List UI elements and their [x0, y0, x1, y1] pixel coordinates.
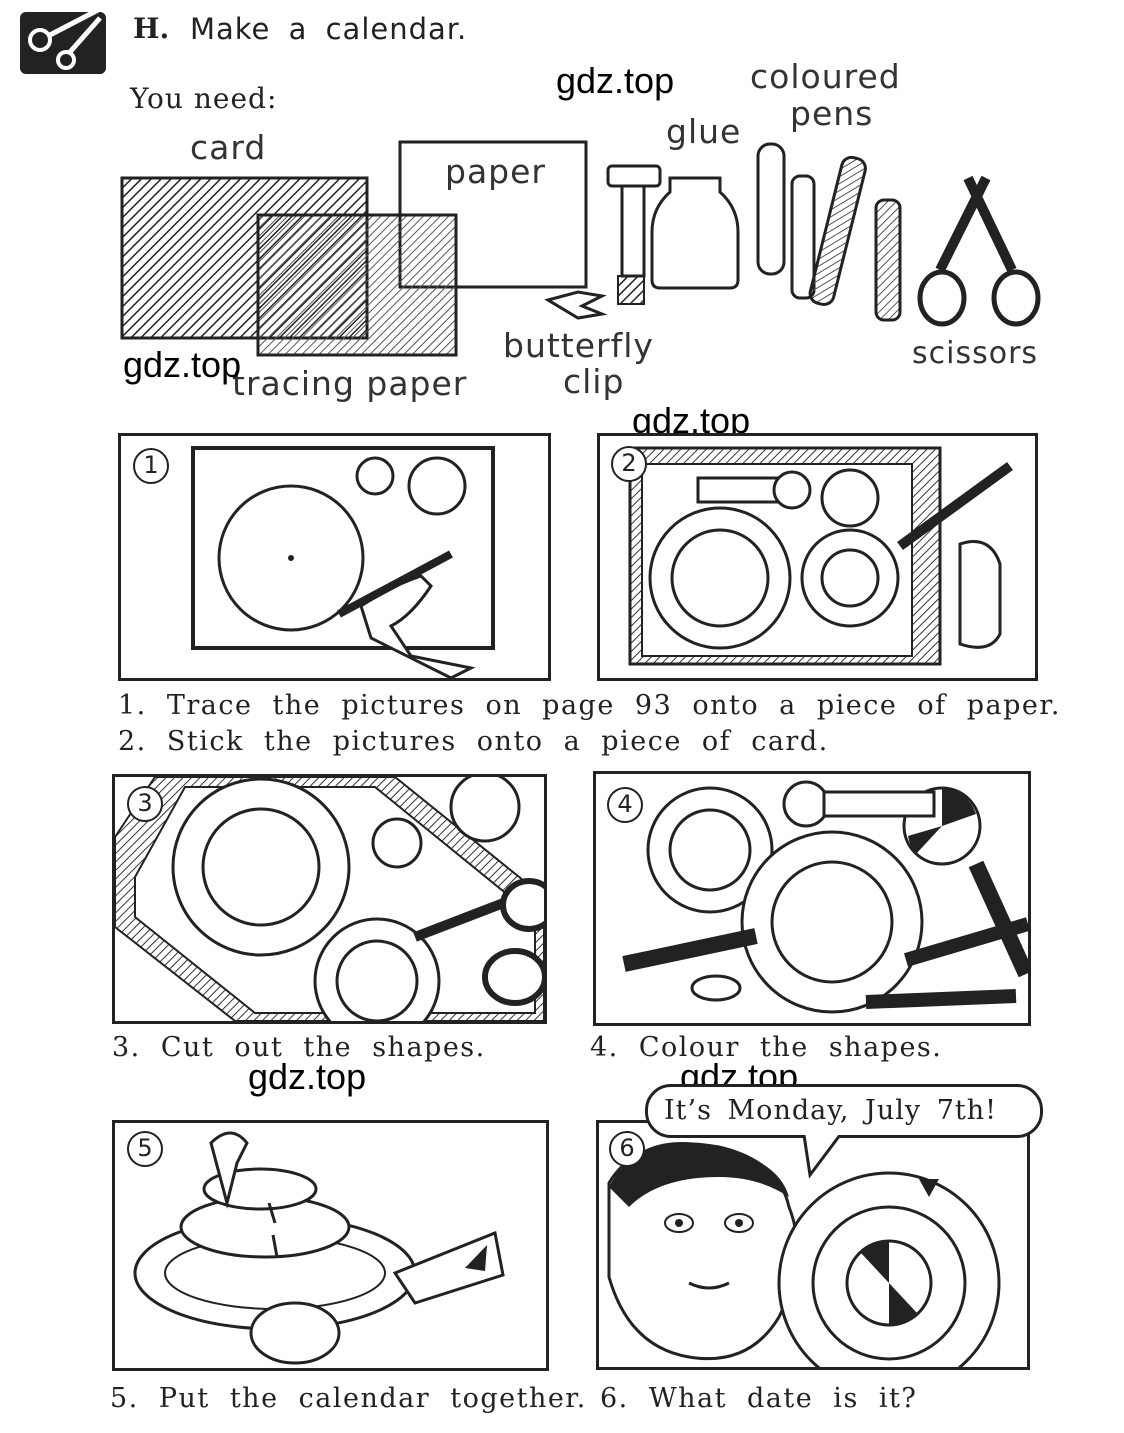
materials-illustration [110, 130, 1070, 370]
panel-3 [112, 774, 547, 1024]
label-scissors: scissors [912, 336, 1039, 371]
watermark: gdz.top [248, 1056, 367, 1097]
section-letter: H. [133, 12, 170, 45]
scissors-illustration [917, 175, 1041, 327]
step-5: 5. Put the calendar together. [110, 1383, 587, 1414]
label-card: card [190, 128, 267, 167]
tracing-paper-illustration [256, 213, 458, 357]
step-4: 4. Colour the shapes. [590, 1032, 943, 1063]
panel-5 [112, 1120, 549, 1371]
speech-bubble: It’s Monday, July 7th! [645, 1084, 1043, 1138]
label-clip: clip [563, 362, 625, 401]
panel-number-5: 5 [127, 1131, 163, 1167]
watermark: gdz.top [123, 344, 242, 385]
glue-illustration [606, 164, 740, 305]
label-pens: pens [790, 94, 874, 133]
step-6: 6. What date is it? [600, 1383, 918, 1414]
step-2: 2. Stick the pictures onto a piece of ca… [118, 726, 829, 757]
panel-4 [593, 771, 1031, 1026]
panel-2 [597, 433, 1038, 681]
label-tracing-paper: tracing paper [232, 364, 468, 403]
panel-number-1: 1 [133, 448, 169, 484]
label-paper: paper [445, 152, 546, 191]
label-glue: glue [666, 112, 742, 151]
panel-number-4: 4 [607, 787, 643, 823]
scissors-icon [18, 4, 110, 76]
page-title: Make a calendar. [190, 12, 468, 46]
label-butterfly: butterfly [503, 326, 654, 365]
watermark: gdz.top [556, 60, 675, 101]
label-coloured: coloured [750, 57, 901, 96]
panel-number-3: 3 [127, 786, 163, 822]
speech-bubble-tail [800, 1135, 850, 1179]
materials-heading: You need: [130, 82, 278, 115]
panel-number-6: 6 [609, 1131, 645, 1167]
panel-1 [118, 433, 551, 681]
coloured-pens-illustration [756, 142, 902, 322]
panel-number-2: 2 [611, 446, 647, 482]
butterfly-clip-illustration [544, 290, 608, 320]
step-3: 3. Cut out the shapes. [112, 1032, 486, 1063]
panel-6 [596, 1120, 1030, 1370]
step-1: 1. Trace the pictures on page 93 onto a … [118, 690, 1061, 721]
speech-bubble-text: It’s Monday, July 7th! [664, 1095, 997, 1126]
